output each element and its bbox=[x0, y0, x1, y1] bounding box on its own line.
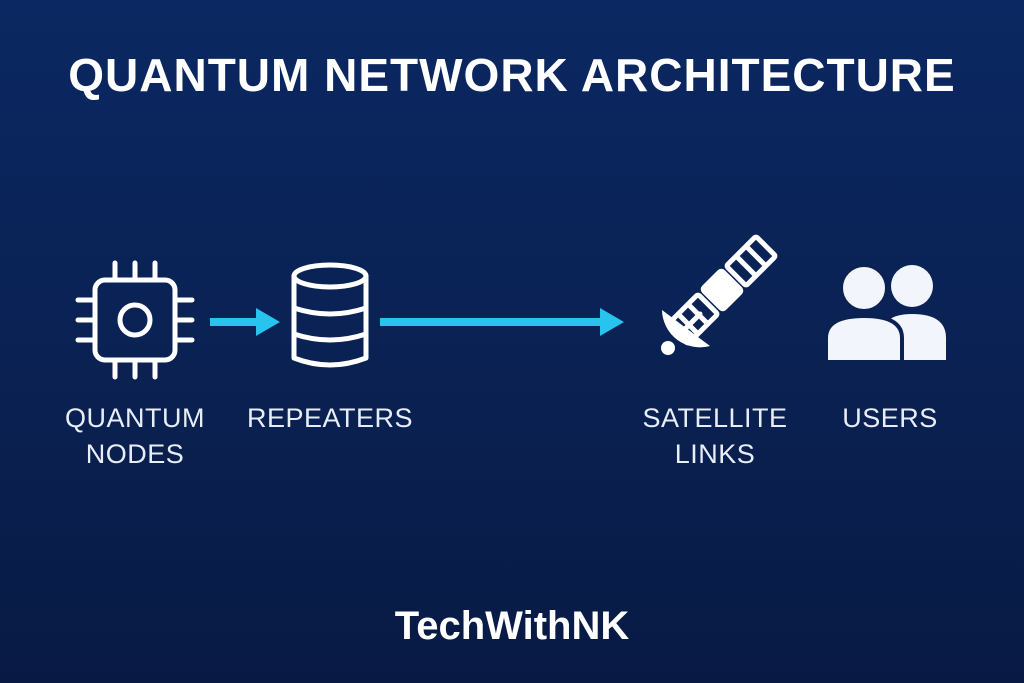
users-icon bbox=[824, 263, 946, 364]
chip-icon bbox=[75, 260, 195, 380]
label-repeaters: REPEATERS bbox=[246, 403, 414, 433]
diagram-title: QUANTUM NETWORK ARCHITECTURE bbox=[68, 49, 956, 101]
arrow-nodes-to-repeaters bbox=[210, 308, 280, 336]
brand-name: TechWithNK bbox=[394, 604, 630, 648]
label-quantum-nodes: QUANTUM NODES bbox=[65, 403, 205, 469]
database-icon bbox=[291, 262, 369, 368]
satellite-icon bbox=[661, 234, 778, 355]
label-satellite-links: SATELLITE LINKS bbox=[642, 403, 788, 469]
arrow-repeaters-to-satellite bbox=[380, 308, 624, 336]
label-users: USERS bbox=[842, 403, 938, 433]
